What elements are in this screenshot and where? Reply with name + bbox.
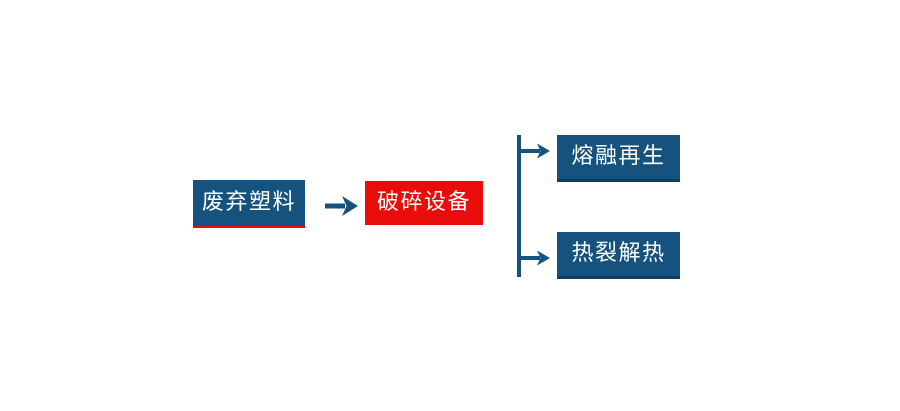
node-crushing-equipment-label: 破碎设备 <box>376 190 471 215</box>
branch-arrow-top-icon <box>517 143 550 159</box>
node-crushing-equipment: 破碎设备 <box>365 181 483 225</box>
arrow-right-icon <box>325 196 358 216</box>
node-waste-plastic-label: 废弃塑料 <box>201 190 296 215</box>
node-waste-plastic: 废弃塑料 <box>193 180 305 228</box>
node-melt-regeneration: 熔融再生 <box>557 135 680 182</box>
node-melt-regeneration-label: 熔融再生 <box>571 144 666 169</box>
node-pyrolysis-heat: 热裂解热 <box>557 232 680 279</box>
branch-arrow-bottom-icon <box>517 250 550 266</box>
node-pyrolysis-heat-label: 热裂解热 <box>571 241 666 266</box>
